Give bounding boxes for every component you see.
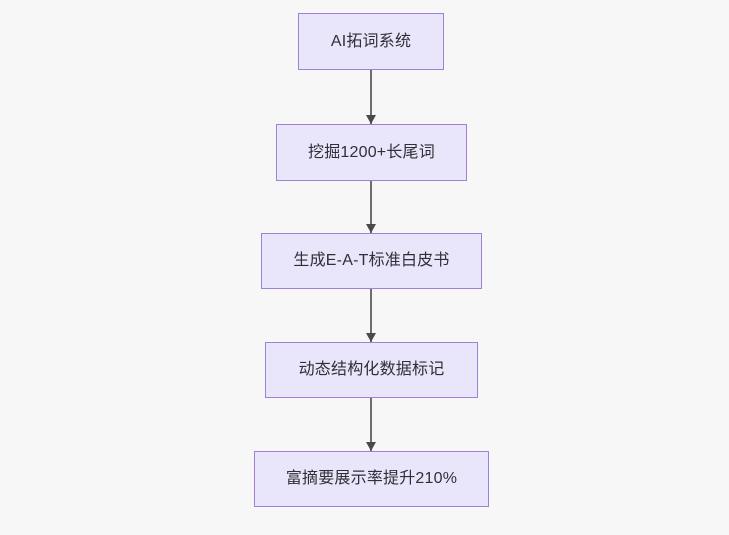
flow-node-rich-snippet-rate-increase[interactable]: 富摘要展示率提升210%: [254, 451, 489, 507]
connector-node1-node2: [361, 70, 381, 124]
flow-node-ai-keyword-system[interactable]: AI拓词系统: [298, 13, 444, 70]
flow-node-label: 动态结构化数据标记: [298, 361, 445, 378]
flow-node-mine-longtail-keywords[interactable]: 挖掘1200+长尾词: [276, 124, 467, 181]
connector-line: [370, 398, 372, 451]
connector-node4-node5: [361, 398, 381, 451]
arrowhead-icon: [365, 224, 376, 233]
arrowhead-icon: [365, 442, 376, 451]
connector-line: [370, 70, 372, 124]
flow-node-label: 挖掘1200+长尾词: [308, 143, 435, 161]
connector-line: [370, 289, 372, 342]
connector-line: [370, 181, 372, 233]
connector-node2-node3: [361, 181, 381, 233]
arrowhead-icon: [365, 333, 376, 342]
connector-node3-node4: [361, 289, 381, 342]
flow-node-label: 生成E-A-T标准白皮书: [293, 252, 450, 269]
flow-node-label: 富摘要展示率提升210%: [285, 470, 458, 487]
flow-node-label: AI拓词系统: [330, 32, 412, 50]
flow-node-generate-eat-whitepaper[interactable]: 生成E-A-T标准白皮书: [261, 233, 482, 289]
flow-node-dynamic-structured-data-markup[interactable]: 动态结构化数据标记: [265, 342, 478, 398]
arrowhead-icon: [365, 115, 376, 124]
